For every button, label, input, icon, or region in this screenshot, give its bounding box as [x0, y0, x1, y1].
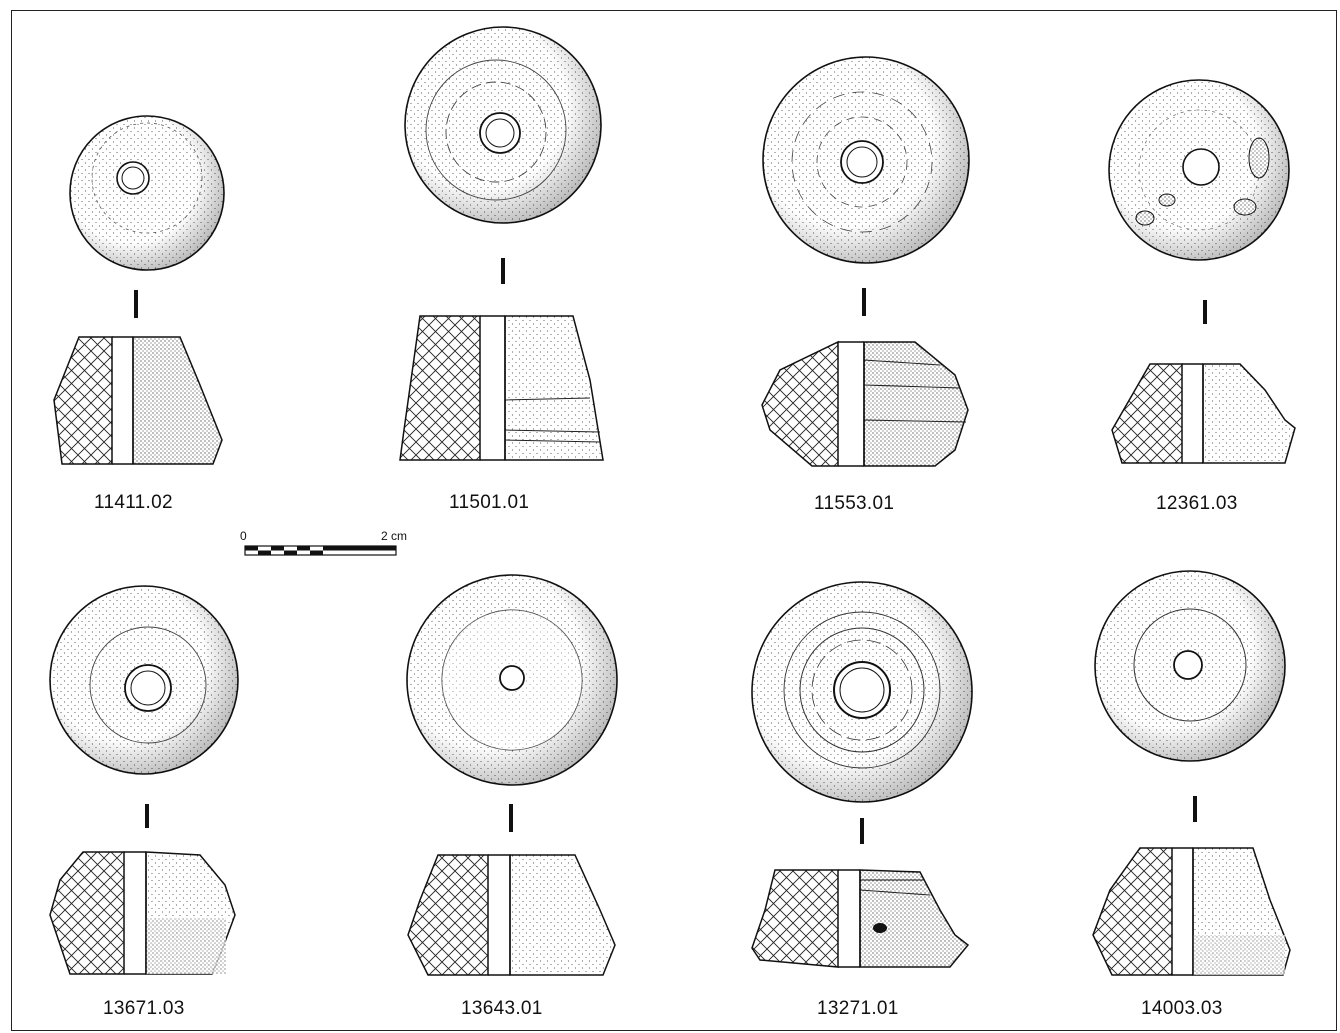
top-view	[404, 26, 602, 224]
top-view	[49, 585, 239, 775]
section-view	[49, 851, 236, 975]
section-marker	[862, 288, 866, 316]
artifact-13271-01	[751, 581, 973, 968]
top-view	[1108, 79, 1290, 261]
top-view	[751, 581, 973, 803]
object-id-label: 11553.01	[814, 493, 895, 514]
object-id-label: 11501.01	[449, 492, 530, 513]
artifact-13671-03	[49, 585, 239, 975]
top-view	[762, 56, 970, 264]
section-marker	[145, 804, 149, 828]
artifact-11501-01	[399, 26, 604, 461]
top-view	[69, 115, 225, 271]
object-id-label: 11411.02	[94, 492, 173, 513]
artifact-11553-01	[761, 56, 970, 467]
section-view	[399, 315, 604, 461]
scale-end-label: 2 cm	[381, 529, 408, 543]
artifact-11411-02	[53, 115, 225, 465]
top-view	[406, 574, 618, 786]
object-id-label: 13271.01	[817, 998, 899, 1019]
section-marker	[1193, 796, 1197, 822]
top-view	[1094, 570, 1286, 762]
section-view	[407, 854, 616, 976]
object-id-label: 12361.03	[1156, 493, 1238, 514]
section-marker	[501, 258, 505, 284]
artifact-13643-01	[406, 574, 618, 976]
scale-start-label: 0	[240, 529, 247, 543]
section-view	[761, 340, 969, 467]
section-view	[1111, 363, 1296, 464]
object-id-label: 13643.01	[461, 998, 543, 1019]
artifact-12361-03	[1108, 79, 1296, 464]
section-marker	[860, 818, 864, 844]
section-view	[751, 869, 970, 968]
section-marker	[134, 290, 138, 318]
object-id-label: 14003.03	[1141, 998, 1223, 1019]
section-view	[1092, 847, 1291, 976]
section-view	[53, 336, 223, 465]
section-marker	[1203, 300, 1207, 324]
scale-bar	[244, 545, 397, 556]
artifact-14003-03	[1092, 570, 1291, 976]
object-id-label: 13671.03	[103, 998, 185, 1019]
section-marker	[509, 804, 513, 832]
